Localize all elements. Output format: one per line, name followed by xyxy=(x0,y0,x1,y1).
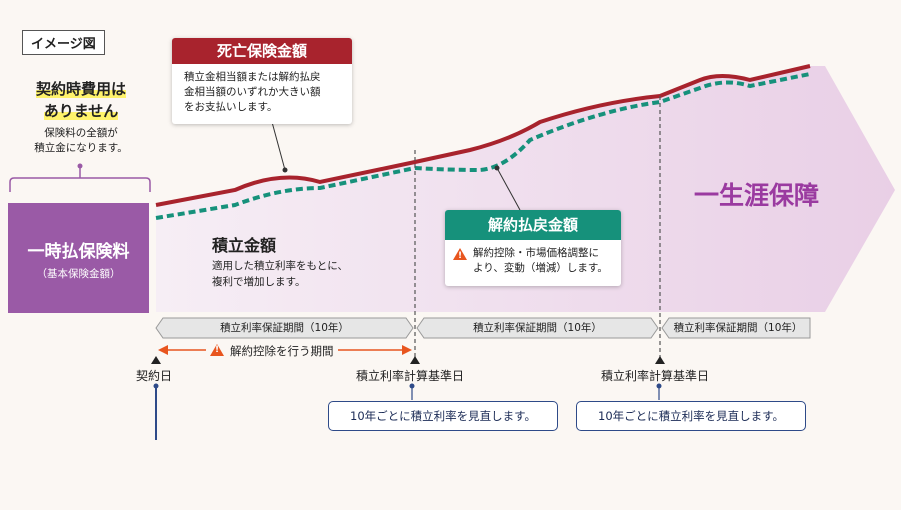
period-label-3: 積立利率保証期間（10年） xyxy=(673,322,803,334)
period-bar-1 xyxy=(155,317,414,339)
base-date-label-2: 積立利率計算基準日 xyxy=(601,369,710,383)
contract-date-label: 契約日 xyxy=(136,369,173,383)
no-fee-heading: 契約時費用は ありません xyxy=(35,80,126,120)
deduction-period-label: 解約控除を行う期間 xyxy=(206,343,338,359)
period-bar-3 xyxy=(661,317,811,339)
period-label-1: 積立利率保証期間（10年） xyxy=(220,322,349,334)
death-benefit-body: 積立金相当額または解約払戻 金相当額のいずれか大きい額 をお支払いします。 xyxy=(184,71,321,113)
death-leader xyxy=(271,121,286,171)
death-benefit-line xyxy=(155,64,811,207)
lifetime-label: 一生涯保障 xyxy=(694,181,820,210)
period-label-2: 積立利率保証期間（10年） xyxy=(473,322,602,334)
warning-icon xyxy=(453,248,467,264)
premium-title: 一時払保険料 xyxy=(27,242,130,262)
premium-bracket xyxy=(9,177,151,192)
death-benefit-title: 死亡保険金額 xyxy=(172,38,352,64)
review-box-1: 10年ごとに積立利率を見直します。 xyxy=(328,401,558,431)
surrender-leader xyxy=(496,167,521,211)
warning-icon xyxy=(210,344,224,356)
death-benefit-card: 死亡保険金額 積立金相当額または解約払戻 金相当額のいずれか大きい額 をお支払い… xyxy=(172,38,352,124)
surrender-line xyxy=(155,72,811,220)
accumulation-title: 積立金額 xyxy=(212,236,277,255)
image-tag: イメージ図 xyxy=(22,30,105,55)
surrender-card: 解約払戻金額 解約控除・市場価格調整に より、変動（増減）します。 xyxy=(445,210,621,286)
review-box-2: 10年ごとに積立利率を見直します。 xyxy=(576,401,806,431)
premium-sub: （基本保険金額） xyxy=(36,268,121,280)
accumulation-note: 適用した積立利率をもとに、 複利で増加します。 xyxy=(212,260,348,288)
surrender-body: 解約控除・市場価格調整に より、変動（増減）します。 xyxy=(445,240,621,282)
surrender-title: 解約払戻金額 xyxy=(445,210,621,240)
period-bar-2 xyxy=(416,317,659,339)
premium-box: 一時払保険料 （基本保険金額） xyxy=(8,203,149,313)
base-date-label-1: 積立利率計算基準日 xyxy=(356,369,465,383)
growth-area xyxy=(156,66,895,312)
no-fee-note: 保険料の全額が 積立金になります。 xyxy=(34,127,128,154)
